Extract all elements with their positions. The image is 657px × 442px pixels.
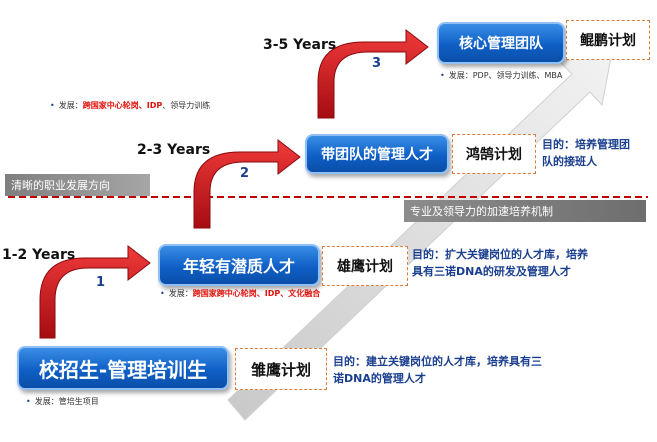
- goal-stage-1: 目的：扩大关键岗位的人才库，培养具有三诺DNA的研发及管理人才: [412, 248, 588, 278]
- plan-box-stage-1: 雄鹰计划: [322, 246, 408, 286]
- dev-stage-1: •发展：跨国家跨中心轮岗、IDP、文化融合: [160, 289, 321, 298]
- red-step-arrow-1: [39, 244, 151, 339]
- dev-stage-3: •发展：PDP、领导力训练、MBA: [440, 71, 563, 80]
- dev-stage-0: •发展：管培生项目: [26, 397, 99, 406]
- career-direction-band: 清晰的职业发展方向: [5, 174, 150, 196]
- red-step-arrow-3: [317, 28, 429, 119]
- years-stage-2: 2-3 Years: [137, 142, 211, 158]
- red-step-arrow-2: [193, 138, 301, 229]
- plan-box-stage-3: 鲲鹏计划: [566, 20, 650, 60]
- step-number-1: 1: [96, 275, 106, 290]
- accelerated-training-band: 专业及领导力的加速培养机制: [404, 200, 646, 222]
- years-stage-3: 3-5 Years: [263, 37, 337, 53]
- stage-box-core-management: 核心管理团队: [437, 22, 565, 64]
- bullet-icon: •: [26, 397, 31, 406]
- bullet-icon: •: [50, 101, 55, 110]
- step-number-2: 2: [240, 166, 250, 181]
- plan-box-stage-0: 雏鹰计划: [235, 348, 327, 390]
- goal-stage-0: 目的：建立关键岗位的人才库，培养具有三诺DNA的管理人才: [333, 355, 542, 385]
- bullet-icon: •: [160, 289, 165, 298]
- step-number-3: 3: [372, 56, 382, 71]
- dev-stage-2: •发展：跨国家中心轮岗、IDP、领导力训练: [50, 101, 211, 110]
- stage-box-graduate-trainee: 校招生-管理培训生: [17, 346, 229, 390]
- years-stage-1: 1-2 Years: [2, 247, 76, 263]
- goal-stage-2: 目的：培养管理团队的接班人: [542, 138, 630, 168]
- stage-box-young-talent: 年轻有潜质人才: [158, 244, 320, 286]
- plan-box-stage-2: 鸿鹄计划: [452, 134, 536, 174]
- bullet-icon: •: [440, 71, 445, 80]
- stage-box-team-manager: 带团队的管理人才: [305, 134, 449, 174]
